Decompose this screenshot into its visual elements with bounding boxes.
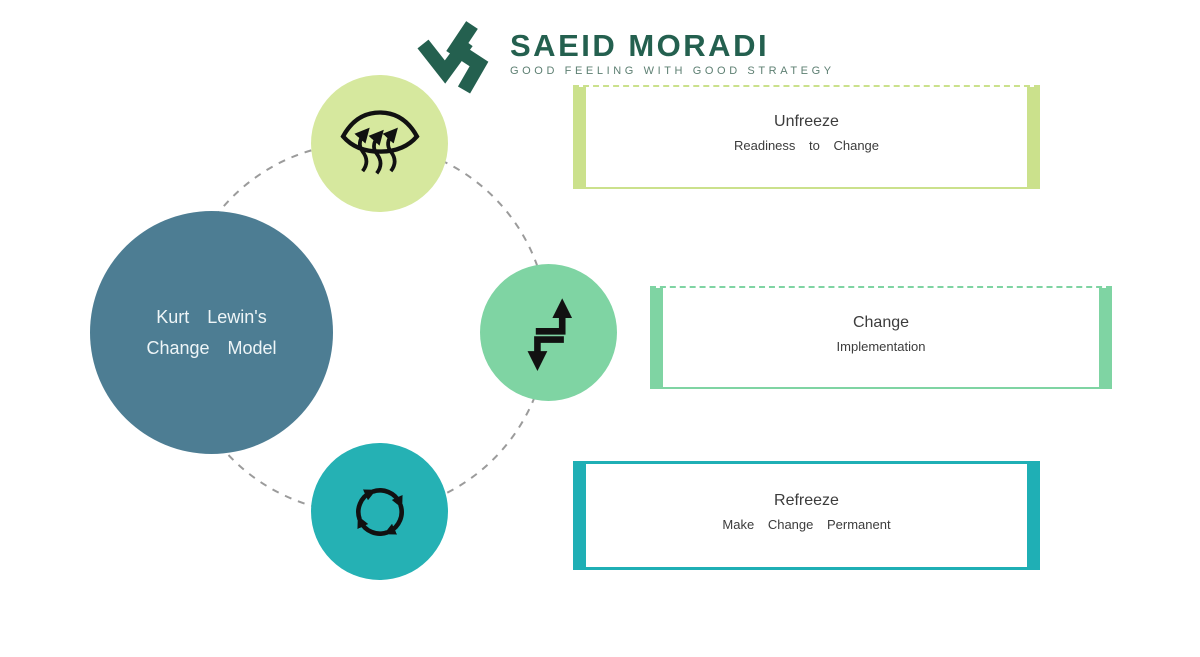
brand-logo: SAEID MORADI GOOD FEELING WITH GOOD STRA… (416, 20, 835, 94)
refreeze-subtitle: Make Change Permanent (722, 516, 891, 532)
brand-logo-icon (417, 21, 489, 94)
model-title-line2: Change Model (146, 337, 277, 358)
unfreeze-title: Unfreeze (774, 113, 839, 130)
change-box-left-bar (650, 288, 663, 387)
cycle-arrows-icon (355, 487, 404, 536)
change-box-right-bar (1099, 288, 1112, 387)
refreeze-stage-circle (311, 443, 448, 580)
model-title-circle: Kurt Lewin's Change Model (90, 211, 333, 454)
brand-logo-text: SAEID MORADI GOOD FEELING WITH GOOD STRA… (510, 20, 835, 78)
refreeze-stage-box: Refreeze Make Change Permanent (573, 461, 1040, 570)
brand-tagline: GOOD FEELING WITH GOOD STRATEGY (510, 65, 835, 77)
brand-name: SAEID MORADI (510, 28, 770, 63)
change-stage-box: Change Implementation (650, 286, 1112, 389)
model-title-line1: Kurt Lewin's (156, 306, 267, 327)
unfreeze-stage-circle (311, 75, 448, 212)
refreeze-box-right-bar (1027, 464, 1040, 567)
swap-level-arrows-icon (527, 297, 572, 371)
change-stage-circle (480, 264, 617, 401)
unfreeze-stage-box: Unfreeze Readiness to Change (573, 85, 1040, 189)
change-title: Change (852, 313, 910, 331)
defrost-arrows-icon (339, 109, 420, 174)
change-subtitle: Implementation (836, 338, 926, 354)
refreeze-box-left-bar (573, 464, 586, 567)
unfreeze-box-left-bar (573, 87, 586, 187)
unfreeze-box-right-bar (1027, 87, 1040, 187)
unfreeze-subtitle: Readiness to Change (733, 138, 880, 153)
refreeze-title: Refreeze (774, 491, 839, 509)
